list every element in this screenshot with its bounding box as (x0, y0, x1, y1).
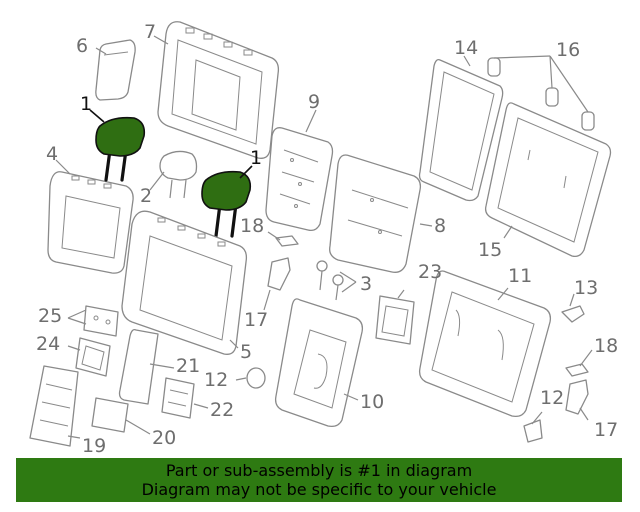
callout-7: 7 (144, 21, 156, 43)
callout-23: 23 (418, 261, 442, 283)
callout-12-b: 12 (540, 387, 564, 409)
callout-2: 2 (140, 185, 152, 207)
banner-line-1: Part or sub-assembly is #1 in diagram (165, 461, 473, 480)
part-7-seat-back (157, 21, 280, 159)
callout-16: 16 (556, 39, 580, 61)
part-18-clip (275, 235, 299, 247)
callout-5: 5 (240, 341, 252, 363)
callout-13: 13 (574, 277, 598, 299)
part-3-bolts (316, 260, 344, 301)
part-11-frame (418, 270, 552, 418)
part-22-bracket (161, 377, 195, 419)
callout-17-b: 17 (594, 419, 618, 441)
callout-18-b: 18 (594, 335, 618, 357)
callout-18: 18 (240, 215, 264, 237)
part-8-pad (329, 154, 422, 273)
part-16-clips (487, 57, 595, 131)
part-4-seat-back-cushion (47, 171, 134, 274)
callout-21: 21 (176, 355, 200, 377)
part-9-pad (265, 127, 334, 232)
part-10-frame (274, 298, 364, 428)
part-19-storage (29, 365, 79, 447)
callout-3: 3 (360, 273, 372, 295)
callout-1: 1 (80, 93, 92, 115)
leader-lines (55, 35, 593, 439)
part-1-headrest-highlighted-2 (201, 170, 252, 238)
callout-10: 10 (360, 391, 384, 413)
callout-17: 17 (244, 309, 268, 331)
part-6-armrest-cover (95, 39, 136, 101)
callout-22: 22 (210, 399, 234, 421)
info-banner: Part or sub-assembly is #1 in diagram Di… (16, 458, 622, 502)
callout-9: 9 (308, 91, 320, 113)
callout-15: 15 (478, 239, 502, 261)
callout-8: 8 (434, 215, 446, 237)
callout-1-b: 1 (250, 147, 262, 169)
part-12-knob-2 (523, 419, 543, 443)
part-25-clips (83, 305, 119, 337)
banner-line-2: Diagram may not be specific to your vehi… (141, 480, 497, 499)
part-18-clip-2 (565, 363, 589, 377)
part-24-bezel (75, 337, 111, 377)
part-12-knob (246, 367, 266, 389)
callout-6: 6 (76, 35, 88, 57)
part-17-bracket (267, 257, 291, 291)
part-15-rear-panel (484, 102, 612, 258)
part-21-cover (118, 328, 159, 405)
part-13-clip (561, 305, 585, 323)
callout-25: 25 (38, 305, 62, 327)
part-17-bracket-2 (565, 379, 589, 415)
part-14-rear-panel (418, 58, 504, 202)
part-2-headrest (159, 150, 198, 199)
part-23-module (375, 295, 415, 345)
part-20-latch (91, 397, 129, 433)
part-1-headrest-highlighted (95, 116, 146, 182)
callout-4: 4 (46, 143, 58, 165)
callout-12: 12 (204, 369, 228, 391)
callout-20: 20 (152, 427, 176, 449)
callout-14: 14 (454, 37, 478, 59)
part-5-seat-back-cushion (121, 210, 248, 355)
callout-11: 11 (508, 265, 532, 287)
callout-labels: 1 1 2 3 4 5 6 7 8 9 10 11 12 12 13 14 15… (36, 21, 618, 456)
callout-24: 24 (36, 333, 60, 355)
parts-diagram: 1 1 2 3 4 5 6 7 8 9 10 11 12 12 13 14 15… (29, 21, 618, 456)
callout-19: 19 (82, 435, 106, 456)
